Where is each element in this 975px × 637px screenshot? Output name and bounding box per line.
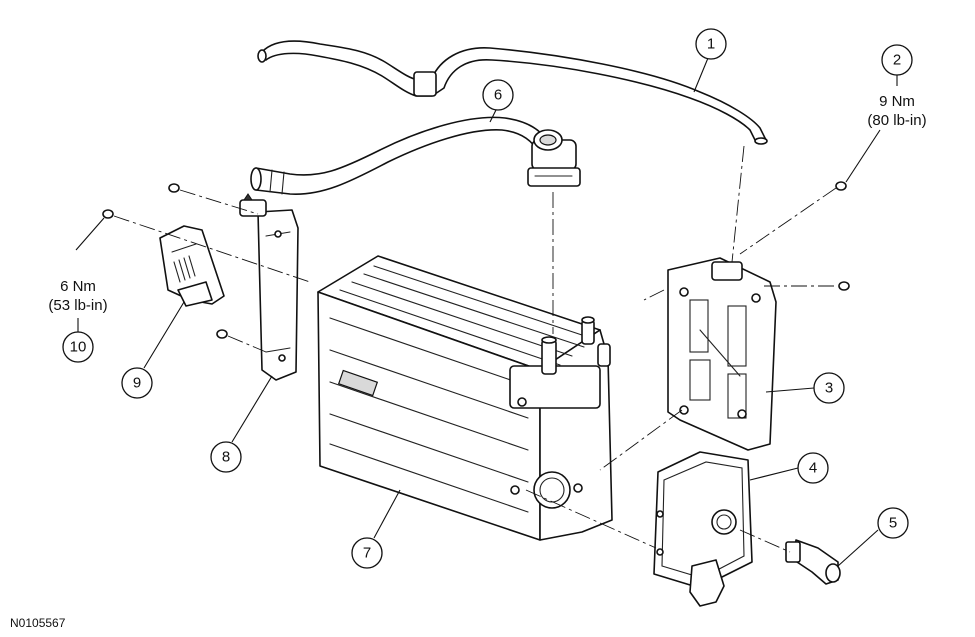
bolts [102, 181, 850, 339]
mounting-plate-part-3 [667, 257, 777, 451]
svg-text:7: 7 [363, 545, 371, 562]
evap-canister-part-7 [317, 255, 613, 541]
callout-8: 8 [210, 441, 242, 473]
callout-4: 4 [797, 452, 829, 484]
torque-left-lbin: (53 lb-in) [48, 297, 107, 314]
filter-box-part-4 [653, 451, 753, 607]
svg-text:3: 3 [825, 380, 833, 397]
svg-text:5: 5 [889, 515, 897, 532]
torque-upper-nm: 9 Nm [879, 93, 915, 110]
bolt-left-far [102, 209, 114, 219]
svg-text:1: 1 [707, 36, 715, 53]
assembly-center-lines [113, 145, 838, 553]
bolt-left-upper [168, 183, 180, 193]
callout-9: 9 [121, 367, 153, 399]
svg-text:2: 2 [893, 52, 901, 69]
callout-5: 5 [877, 507, 909, 539]
callout-10: 10 [62, 331, 94, 363]
leader-lines [75, 57, 898, 567]
bolt-left-lower [216, 329, 228, 339]
elbow-connector-part-5 [785, 539, 841, 585]
callout-6: 6 [482, 79, 514, 111]
svg-text:9: 9 [133, 375, 141, 392]
bolt-plate-right [838, 281, 850, 291]
callout-7: 7 [351, 537, 383, 569]
bolt-upper-right [835, 181, 847, 191]
svg-text:8: 8 [222, 449, 230, 466]
torque-upper-lbin: (80 lb-in) [867, 112, 926, 129]
callout-2: 2 [881, 44, 913, 76]
bracket-part-9 [159, 225, 225, 307]
torque-left-nm: 6 Nm [60, 278, 96, 295]
svg-text:10: 10 [70, 339, 87, 356]
figure-id: N0105567 [10, 616, 66, 630]
svg-text:4: 4 [809, 460, 817, 477]
vent-tube-part-1 [257, 40, 768, 145]
callout-1: 1 [695, 28, 727, 60]
callout-3: 3 [813, 372, 845, 404]
svg-text:6: 6 [494, 87, 502, 104]
bracket-part-8 [239, 193, 299, 381]
purge-hose-part-6 [250, 116, 581, 195]
